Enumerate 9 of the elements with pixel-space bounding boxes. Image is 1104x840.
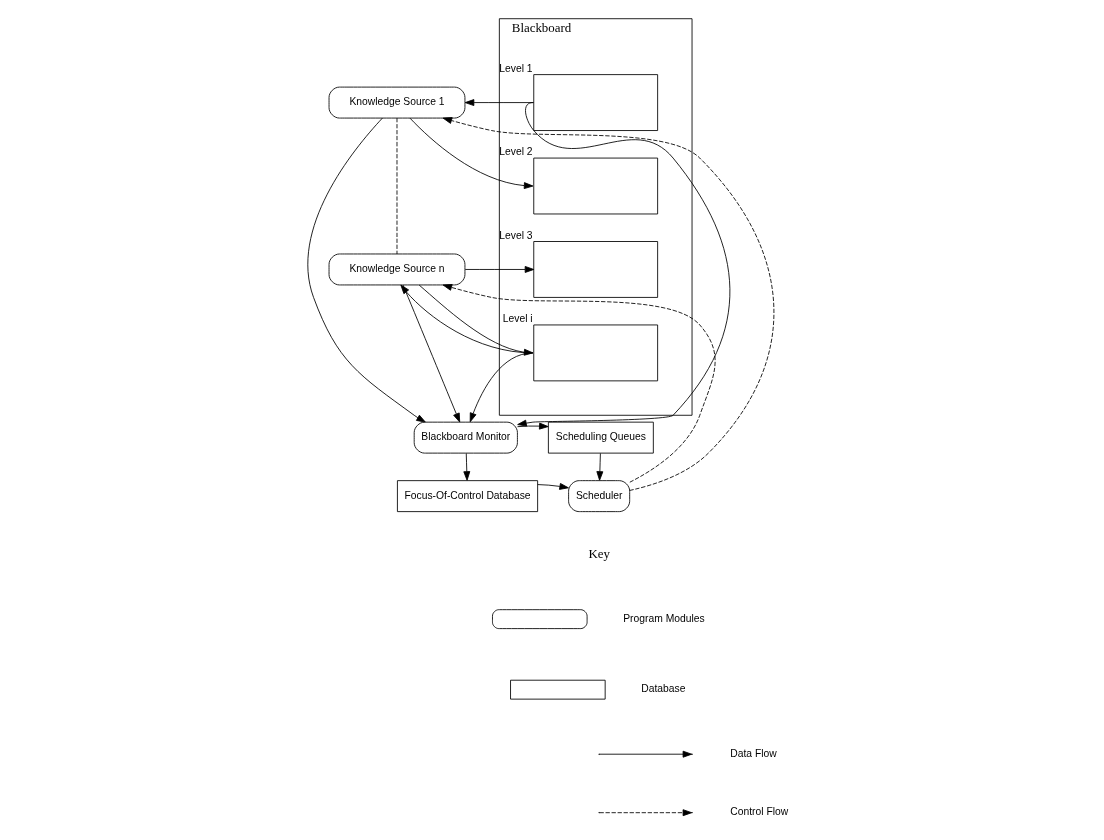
legend-label: Control Flow	[730, 806, 789, 818]
label: Key	[588, 546, 610, 561]
legend-label: Program Modules	[623, 612, 705, 624]
node-label: Level i	[502, 313, 533, 325]
legend-label: Database	[641, 683, 686, 695]
legend-label: Data Flow	[730, 747, 777, 759]
node-label: Level 2	[499, 146, 533, 158]
node-label: Level 1	[499, 62, 533, 74]
node-label: Level 3	[499, 229, 533, 241]
